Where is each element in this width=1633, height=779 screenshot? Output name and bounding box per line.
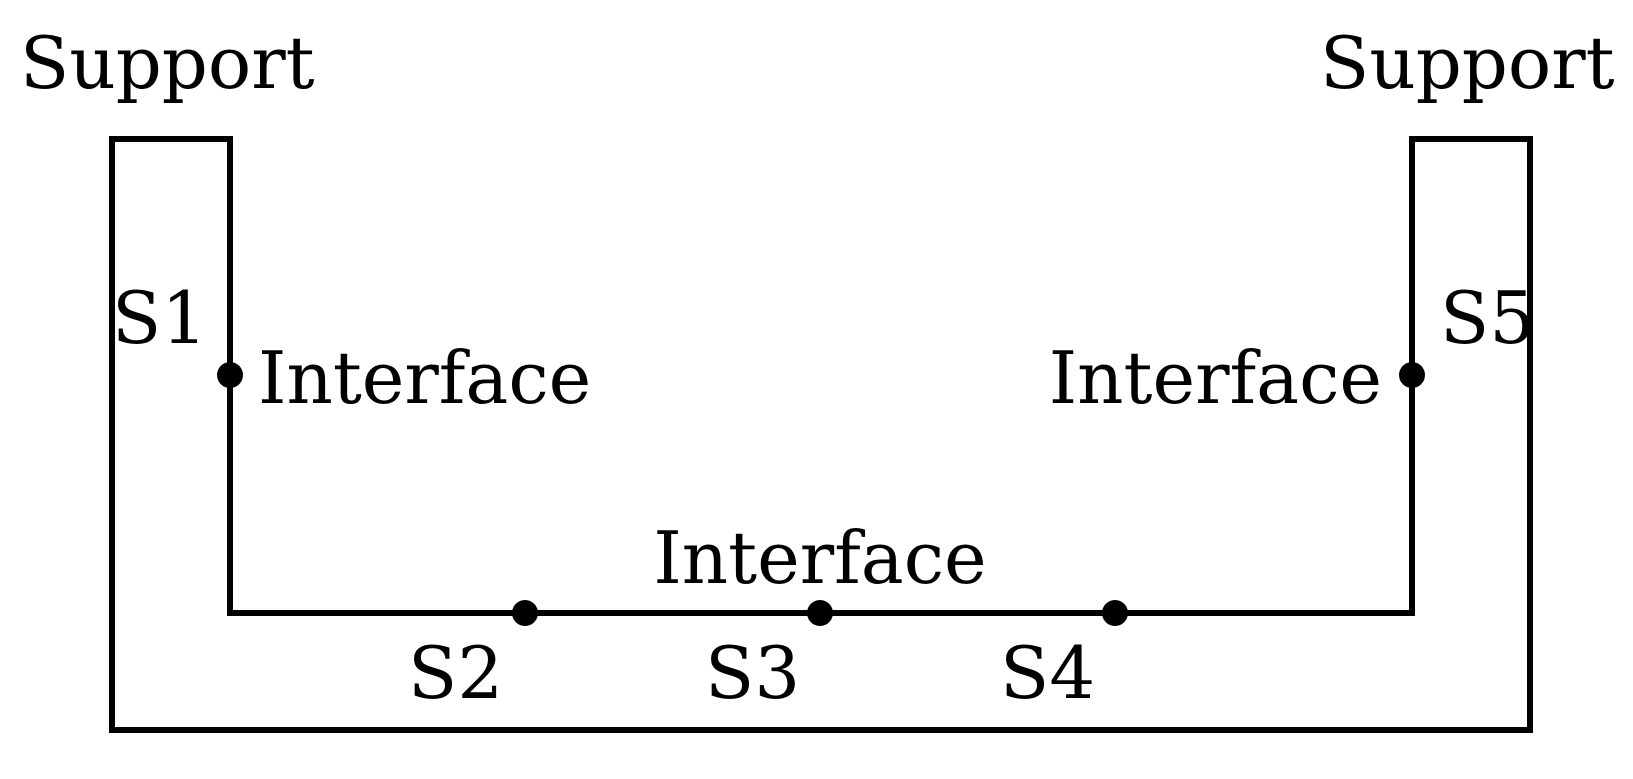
segment-label-s3: S3 [705,631,800,715]
interface-label-left: Interface [258,336,591,420]
segment-label-s1: S1 [112,276,207,360]
interface-node-left [217,362,243,388]
structure-outline [109,136,1533,733]
support-label-left: Support [20,21,315,105]
interface-node-right [1399,362,1425,388]
junction-node-s2 [512,600,538,626]
segment-label-s2: S2 [408,631,503,715]
segment-label-s5: S5 [1440,276,1535,360]
junction-node-s4 [1102,600,1128,626]
segment-label-s4: S4 [1000,631,1095,715]
support-label-right: Support [1320,21,1615,105]
interface-node-bottom [807,600,833,626]
interface-label-bottom: Interface [653,516,986,600]
interface-label-right: Interface [1049,336,1382,420]
